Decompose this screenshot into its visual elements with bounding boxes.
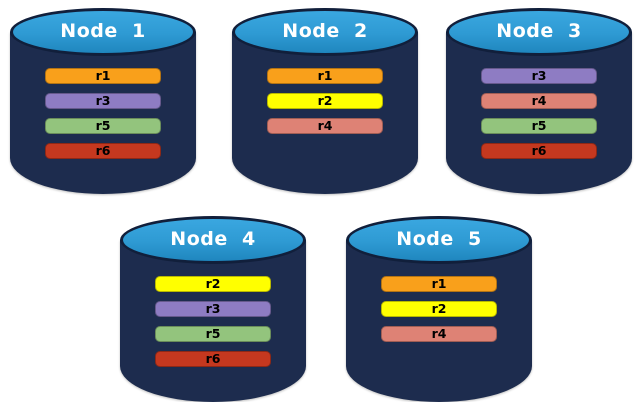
replica-bar-r2: r2	[381, 301, 497, 317]
replica-bar-r6: r6	[155, 351, 271, 367]
node-title: Node 3	[496, 20, 582, 42]
replica-bar-list: r3 r4 r5 r6	[446, 68, 632, 159]
cylinder-body	[232, 32, 418, 194]
node-title: Node 1	[60, 20, 146, 42]
replica-bar-r2: r2	[267, 93, 383, 109]
replica-bar-r6: r6	[481, 143, 597, 159]
cylinder-top-ellipse: Node 4	[120, 216, 306, 264]
cylinder-top-ellipse: Node 5	[346, 216, 532, 264]
replica-bar-r1: r1	[267, 68, 383, 84]
replica-bar-r6: r6	[45, 143, 161, 159]
node-cylinder: Node 3 r3 r4 r5 r6	[446, 8, 632, 194]
replica-bar-r4: r4	[267, 118, 383, 134]
node-cylinder: Node 1 r1 r3 r5 r6	[10, 8, 196, 194]
replica-bar-list: r1 r2 r4	[232, 68, 418, 134]
replica-bar-r5: r5	[481, 118, 597, 134]
cylinder-top-ellipse: Node 1	[10, 8, 196, 56]
node-cylinder: Node 4 r2 r3 r5 r6	[120, 216, 306, 402]
replica-bar-list: r1 r3 r5 r6	[10, 68, 196, 159]
cylinder-top-ellipse: Node 3	[446, 8, 632, 56]
replica-bar-r3: r3	[155, 301, 271, 317]
node-title: Node 4	[170, 228, 256, 250]
cylinder-body	[10, 32, 196, 194]
replica-bar-r2: r2	[155, 276, 271, 292]
replica-bar-r4: r4	[381, 326, 497, 342]
replica-bar-r3: r3	[481, 68, 597, 84]
cylinder-top-ellipse: Node 2	[232, 8, 418, 56]
node-title: Node 5	[396, 228, 482, 250]
cylinder-body	[446, 32, 632, 194]
replica-bar-r1: r1	[45, 68, 161, 84]
cylinder-body	[346, 240, 532, 402]
node-cylinder: Node 2 r1 r2 r4	[232, 8, 418, 194]
replica-bar-r1: r1	[381, 276, 497, 292]
replica-bar-list: r1 r2 r4	[346, 276, 532, 342]
replica-bar-r3: r3	[45, 93, 161, 109]
replica-bar-r4: r4	[481, 93, 597, 109]
cylinder-body	[120, 240, 306, 402]
node-title: Node 2	[282, 20, 368, 42]
replica-bar-r5: r5	[155, 326, 271, 342]
node-cylinder: Node 5 r1 r2 r4	[346, 216, 532, 402]
replica-bar-r5: r5	[45, 118, 161, 134]
replica-bar-list: r2 r3 r5 r6	[120, 276, 306, 367]
